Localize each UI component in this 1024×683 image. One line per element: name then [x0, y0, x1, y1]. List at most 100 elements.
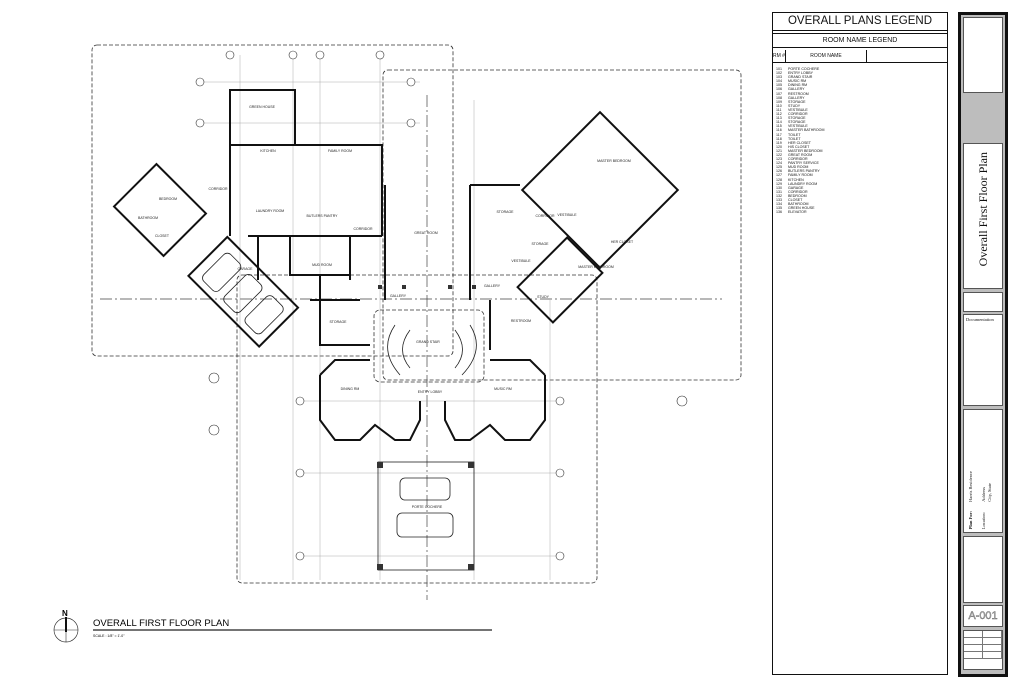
- right-wing-boundary: [382, 69, 742, 381]
- front-boundary: [236, 274, 598, 584]
- legend-title: OVERALL PLANS LEGEND: [773, 13, 947, 31]
- room-label: CORRIDOR: [535, 214, 555, 218]
- room-label: GARAGE: [238, 267, 254, 271]
- dining-room-walls: [319, 375, 421, 441]
- plan-for-label: Plan For:: [968, 510, 973, 529]
- room-name: PANTRY SERVICE: [788, 161, 819, 166]
- room-label: STORAGE: [329, 320, 347, 324]
- room-label: BUTLERS PANTRY: [307, 214, 339, 218]
- room-name: RESTROOM: [788, 91, 809, 96]
- master-bath-walls: [516, 236, 604, 324]
- room-label: VESTIBULE: [557, 213, 577, 217]
- legend-col-name: ROOM NAME: [786, 50, 867, 62]
- legend-row: 119 HER CLOSET: [776, 141, 947, 145]
- room-number: 136: [776, 210, 782, 215]
- plan-title: OVERALL FIRST FLOOR PLAN: [93, 618, 229, 629]
- room-name: STORAGE: [788, 120, 806, 125]
- room-number: 130: [776, 185, 782, 190]
- room-name: BUTLERS PANTRY: [788, 169, 820, 174]
- room-name: MASTER BATHROOM: [788, 128, 825, 133]
- room-name: GALLERY: [788, 95, 805, 100]
- room-label: BEDROOM: [159, 197, 177, 201]
- room-label: GALLERY: [390, 294, 407, 298]
- room-name: VESTIBULE: [788, 124, 808, 129]
- room-label: KITCHEN: [260, 149, 276, 153]
- legend-row: 133 CLOSET: [776, 198, 947, 202]
- master-wing-walls: [520, 110, 680, 270]
- room-name: GARAGE: [788, 185, 804, 190]
- room-label: STUDY: [537, 295, 550, 299]
- kitchen-family-walls: [229, 144, 383, 237]
- sheet-title: Overall First Floor Plan: [976, 152, 990, 267]
- room-number: 103: [776, 75, 782, 80]
- room-label: FAMILY ROOM: [328, 149, 352, 153]
- room-label: CLOSET: [155, 234, 170, 238]
- room-number: 126: [776, 169, 782, 174]
- room-number: 101: [776, 67, 782, 71]
- room-name: HIS CLOSET: [788, 144, 810, 149]
- room-name: MUSIC RM: [788, 79, 807, 84]
- room-name: BEDROOM: [788, 193, 807, 198]
- room-label: MASTER BEDROOM: [597, 159, 631, 163]
- room-number: 109: [776, 99, 782, 104]
- north-arrow-icon: [53, 617, 79, 643]
- room-label: MUSIC RM: [494, 387, 512, 391]
- room-number: 131: [776, 189, 782, 194]
- legend-row: 127 FAMILY ROOM: [776, 173, 947, 177]
- designer-info: [963, 292, 1003, 312]
- room-number: 121: [776, 148, 782, 153]
- utility-walls: [257, 236, 351, 300]
- room-number: 118: [776, 136, 782, 141]
- room-label: PORTE COCHERE: [412, 505, 443, 509]
- room-number: 133: [776, 198, 782, 202]
- revision-table: [963, 630, 1003, 670]
- room-name: CLOSET: [788, 198, 803, 202]
- address-value: Address: [981, 487, 986, 502]
- room-name: FAMILY ROOM: [788, 173, 813, 178]
- room-number: 113: [776, 116, 782, 121]
- room-number: 105: [776, 83, 782, 88]
- front-walls: [319, 359, 546, 376]
- room-label: STORAGE: [496, 210, 514, 214]
- room-label: ENTRY LOBBY: [418, 390, 443, 394]
- room-name: ENTRY LOBBY: [788, 71, 814, 76]
- room-label: GRAND STAIR: [416, 340, 440, 344]
- room-name: TOILET: [788, 136, 801, 141]
- room-label: MUD ROOM: [312, 263, 332, 267]
- great-room-walls: [384, 184, 520, 300]
- room-name: STUDY: [788, 103, 801, 108]
- room-number: 119: [776, 140, 782, 145]
- room-name: BATHROOM: [788, 202, 809, 207]
- room-name: GREEN HOUSE: [788, 206, 815, 211]
- room-number: 129: [776, 181, 782, 186]
- room-number: 112: [776, 112, 782, 117]
- room-name: HER CLOSET: [788, 140, 811, 145]
- room-name: PORTE COCHERE: [788, 67, 820, 71]
- room-number: 127: [776, 173, 782, 178]
- room-label: RESTROOM: [511, 319, 531, 323]
- room-number: 125: [776, 165, 782, 170]
- room-name: STORAGE: [788, 116, 806, 121]
- music-room-walls: [444, 375, 546, 441]
- room-name: GREAT ROOM: [788, 152, 813, 157]
- rendering-thumbnail: [963, 17, 1003, 93]
